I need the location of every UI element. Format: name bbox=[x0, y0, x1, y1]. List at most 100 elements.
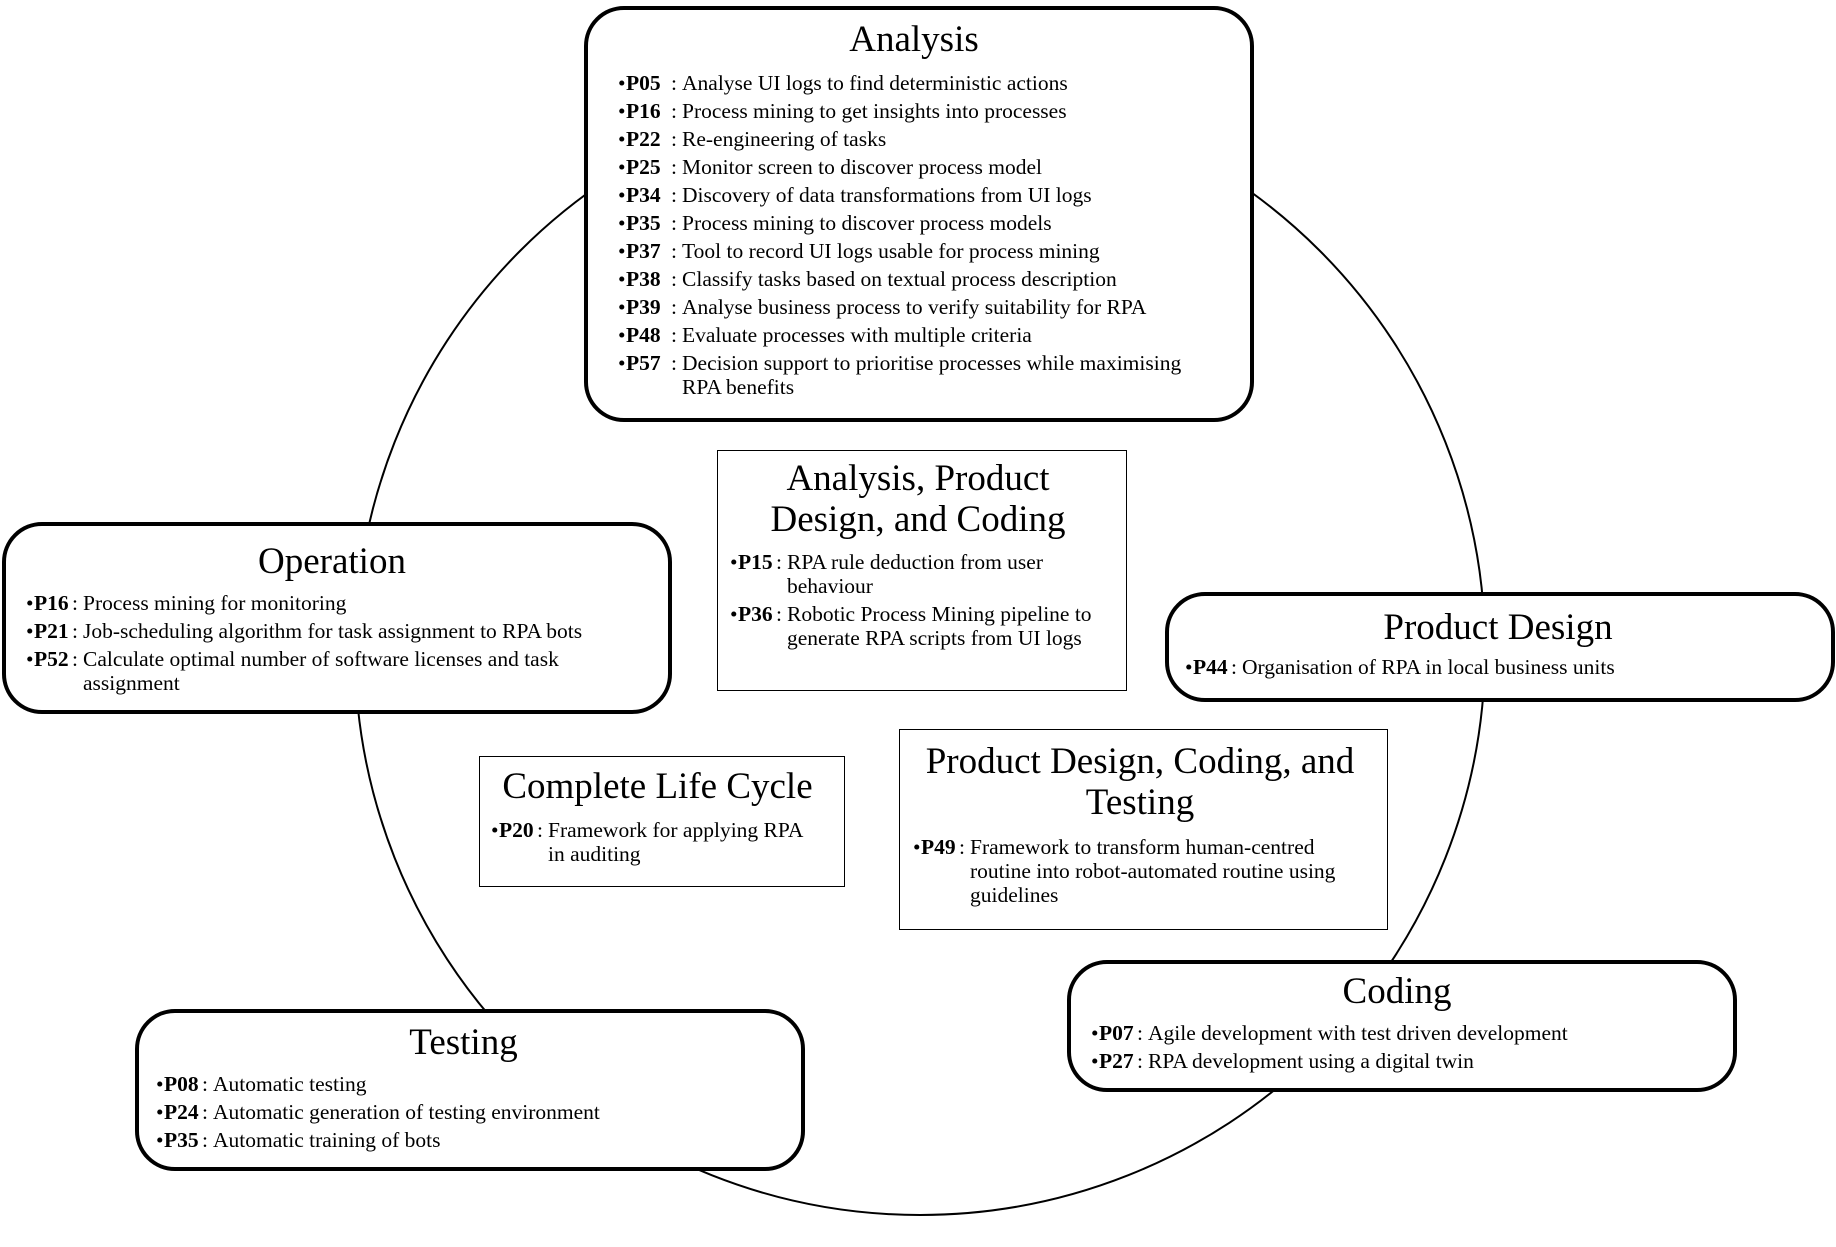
bullet-mark: • bbox=[1185, 654, 1193, 679]
code-separator: : bbox=[72, 618, 78, 643]
design-coding-testing-title: Product Design, Coding, and Testing bbox=[925, 741, 1355, 823]
bullet-mark: • bbox=[1091, 1020, 1099, 1045]
bullet-mark: • bbox=[618, 294, 626, 319]
paper-code: P39 bbox=[626, 294, 661, 319]
paper-code: P52 bbox=[34, 646, 69, 671]
operation-title: Operation bbox=[258, 541, 406, 582]
bullet-mark: • bbox=[618, 70, 626, 95]
paper-code: P44 bbox=[1193, 654, 1228, 679]
item-description: Classify tasks based on textual process … bbox=[682, 266, 1117, 291]
complete-life-cycle-item-list: •P20:Framework for applying RPA in audit… bbox=[491, 818, 824, 866]
item-description: Framework to transform human-centred rou… bbox=[970, 835, 1336, 908]
item-description: Process mining to discover process model… bbox=[682, 210, 1052, 235]
code-separator: : bbox=[776, 550, 782, 575]
paper-code: P08 bbox=[164, 1071, 199, 1096]
bullet-mark: • bbox=[618, 266, 626, 291]
paper-code: P22 bbox=[626, 126, 661, 151]
paper-code: P49 bbox=[921, 835, 956, 860]
item-entry: •P49:Framework to transform human-centre… bbox=[913, 835, 1367, 907]
analysis-design-coding-box: Analysis, Product Design, and Coding •P1… bbox=[717, 450, 1127, 691]
bullet-mark: • bbox=[618, 322, 626, 347]
item-description: Evaluate processes with multiple criteri… bbox=[682, 322, 1032, 347]
code-separator: : bbox=[671, 322, 677, 347]
testing-stage-box: Testing •P08:Automatic testing•P24:Autom… bbox=[135, 1009, 805, 1171]
testing-title: Testing bbox=[409, 1022, 518, 1063]
item-description: Discovery of data transformations from U… bbox=[682, 182, 1092, 207]
item-description: RPA rule deduction from user behaviour bbox=[787, 550, 1043, 599]
code-separator: : bbox=[1231, 654, 1237, 679]
bullet-mark: • bbox=[156, 1099, 164, 1124]
item-entry: •P15:RPA rule deduction from user behavi… bbox=[730, 550, 1106, 598]
code-separator: : bbox=[1137, 1020, 1143, 1045]
bullet-mark: • bbox=[730, 550, 738, 575]
item-entry: •P25:Monitor screen to discover process … bbox=[618, 155, 1210, 179]
analysis-title: Analysis bbox=[849, 19, 979, 60]
analysis-design-coding-item-list: •P15:RPA rule deduction from user behavi… bbox=[730, 550, 1106, 650]
item-entry: •P07:Agile development with test driven … bbox=[1091, 1021, 1703, 1045]
code-separator: : bbox=[671, 154, 677, 179]
code-separator: : bbox=[671, 294, 677, 319]
item-entry: •P37:Tool to record UI logs usable for p… bbox=[618, 239, 1210, 263]
item-description: Tool to record UI logs usable for proces… bbox=[682, 238, 1100, 263]
paper-code: P20 bbox=[499, 817, 534, 842]
item-entry: •P39:Analyse business process to verify … bbox=[618, 295, 1210, 319]
paper-code: P35 bbox=[164, 1127, 199, 1152]
item-entry: •P52:Calculate optimal number of softwar… bbox=[26, 647, 638, 695]
operation-stage-box: Operation •P16:Process mining for monito… bbox=[2, 522, 672, 714]
paper-code: P07 bbox=[1099, 1020, 1134, 1045]
item-description: Automatic training of bots bbox=[213, 1127, 441, 1152]
paper-code: P05 bbox=[626, 70, 661, 95]
item-description: Robotic Process Mining pipeline to gener… bbox=[787, 602, 1092, 651]
bullet-mark: • bbox=[26, 590, 34, 615]
item-entry: •P35:Process mining to discover process … bbox=[618, 211, 1210, 235]
item-description: Calculate optimal number of software lic… bbox=[83, 646, 559, 695]
bullet-mark: • bbox=[618, 210, 626, 235]
bullet-mark: • bbox=[730, 602, 738, 627]
code-separator: : bbox=[671, 126, 677, 151]
code-separator: : bbox=[72, 590, 78, 615]
item-entry: •P22:Re-engineering of tasks bbox=[618, 127, 1210, 151]
paper-code: P25 bbox=[626, 154, 661, 179]
code-separator: : bbox=[202, 1127, 208, 1152]
item-entry: •P27:RPA development using a digital twi… bbox=[1091, 1049, 1703, 1073]
item-description: Organisation of RPA in local business un… bbox=[1242, 654, 1615, 679]
item-description: Automatic generation of testing environm… bbox=[213, 1099, 600, 1124]
item-description: Analyse business process to verify suita… bbox=[682, 294, 1147, 319]
paper-code: P36 bbox=[738, 602, 773, 627]
bullet-mark: • bbox=[156, 1071, 164, 1096]
item-entry: •P34:Discovery of data transformations f… bbox=[618, 183, 1210, 207]
code-separator: : bbox=[202, 1071, 208, 1096]
item-entry: •P38:Classify tasks based on textual pro… bbox=[618, 267, 1210, 291]
complete-life-cycle-title: Complete Life Cycle bbox=[502, 766, 813, 807]
item-description: Process mining to get insights into proc… bbox=[682, 98, 1067, 123]
product-design-title: Product Design bbox=[1383, 607, 1613, 648]
paper-code: P37 bbox=[626, 238, 661, 263]
code-separator: : bbox=[671, 350, 677, 375]
bullet-mark: • bbox=[913, 835, 921, 860]
paper-code: P16 bbox=[626, 98, 661, 123]
paper-code: P27 bbox=[1099, 1048, 1134, 1073]
operation-item-list: •P16:Process mining for monitoring•P21:J… bbox=[26, 591, 638, 695]
bullet-mark: • bbox=[618, 350, 626, 375]
paper-code: P24 bbox=[164, 1099, 199, 1124]
paper-code: P34 bbox=[626, 182, 661, 207]
paper-code: P16 bbox=[34, 590, 69, 615]
analysis-item-list: •P05:Analyse UI logs to find determinist… bbox=[618, 71, 1210, 399]
bullet-mark: • bbox=[491, 817, 499, 842]
paper-code: P48 bbox=[626, 322, 661, 347]
design-coding-testing-item-list: •P49:Framework to transform human-centre… bbox=[913, 835, 1367, 907]
bullet-mark: • bbox=[618, 98, 626, 123]
item-description: Monitor screen to discover process model bbox=[682, 154, 1043, 179]
code-separator: : bbox=[671, 182, 677, 207]
bullet-mark: • bbox=[26, 646, 34, 671]
coding-stage-box: Coding •P07:Agile development with test … bbox=[1067, 960, 1737, 1092]
item-entry: •P24:Automatic generation of testing env… bbox=[156, 1100, 771, 1124]
item-description: Analyse UI logs to find deterministic ac… bbox=[682, 70, 1068, 95]
item-entry: •P21:Job-scheduling algorithm for task a… bbox=[26, 619, 638, 643]
bullet-mark: • bbox=[618, 182, 626, 207]
item-entry: •P35:Automatic training of bots bbox=[156, 1128, 771, 1152]
item-description: Job-scheduling algorithm for task assign… bbox=[83, 618, 583, 643]
coding-item-list: •P07:Agile development with test driven … bbox=[1091, 1021, 1703, 1073]
item-description: Automatic testing bbox=[213, 1071, 367, 1096]
analysis-design-coding-title: Analysis, Product Design, and Coding bbox=[770, 458, 1066, 540]
